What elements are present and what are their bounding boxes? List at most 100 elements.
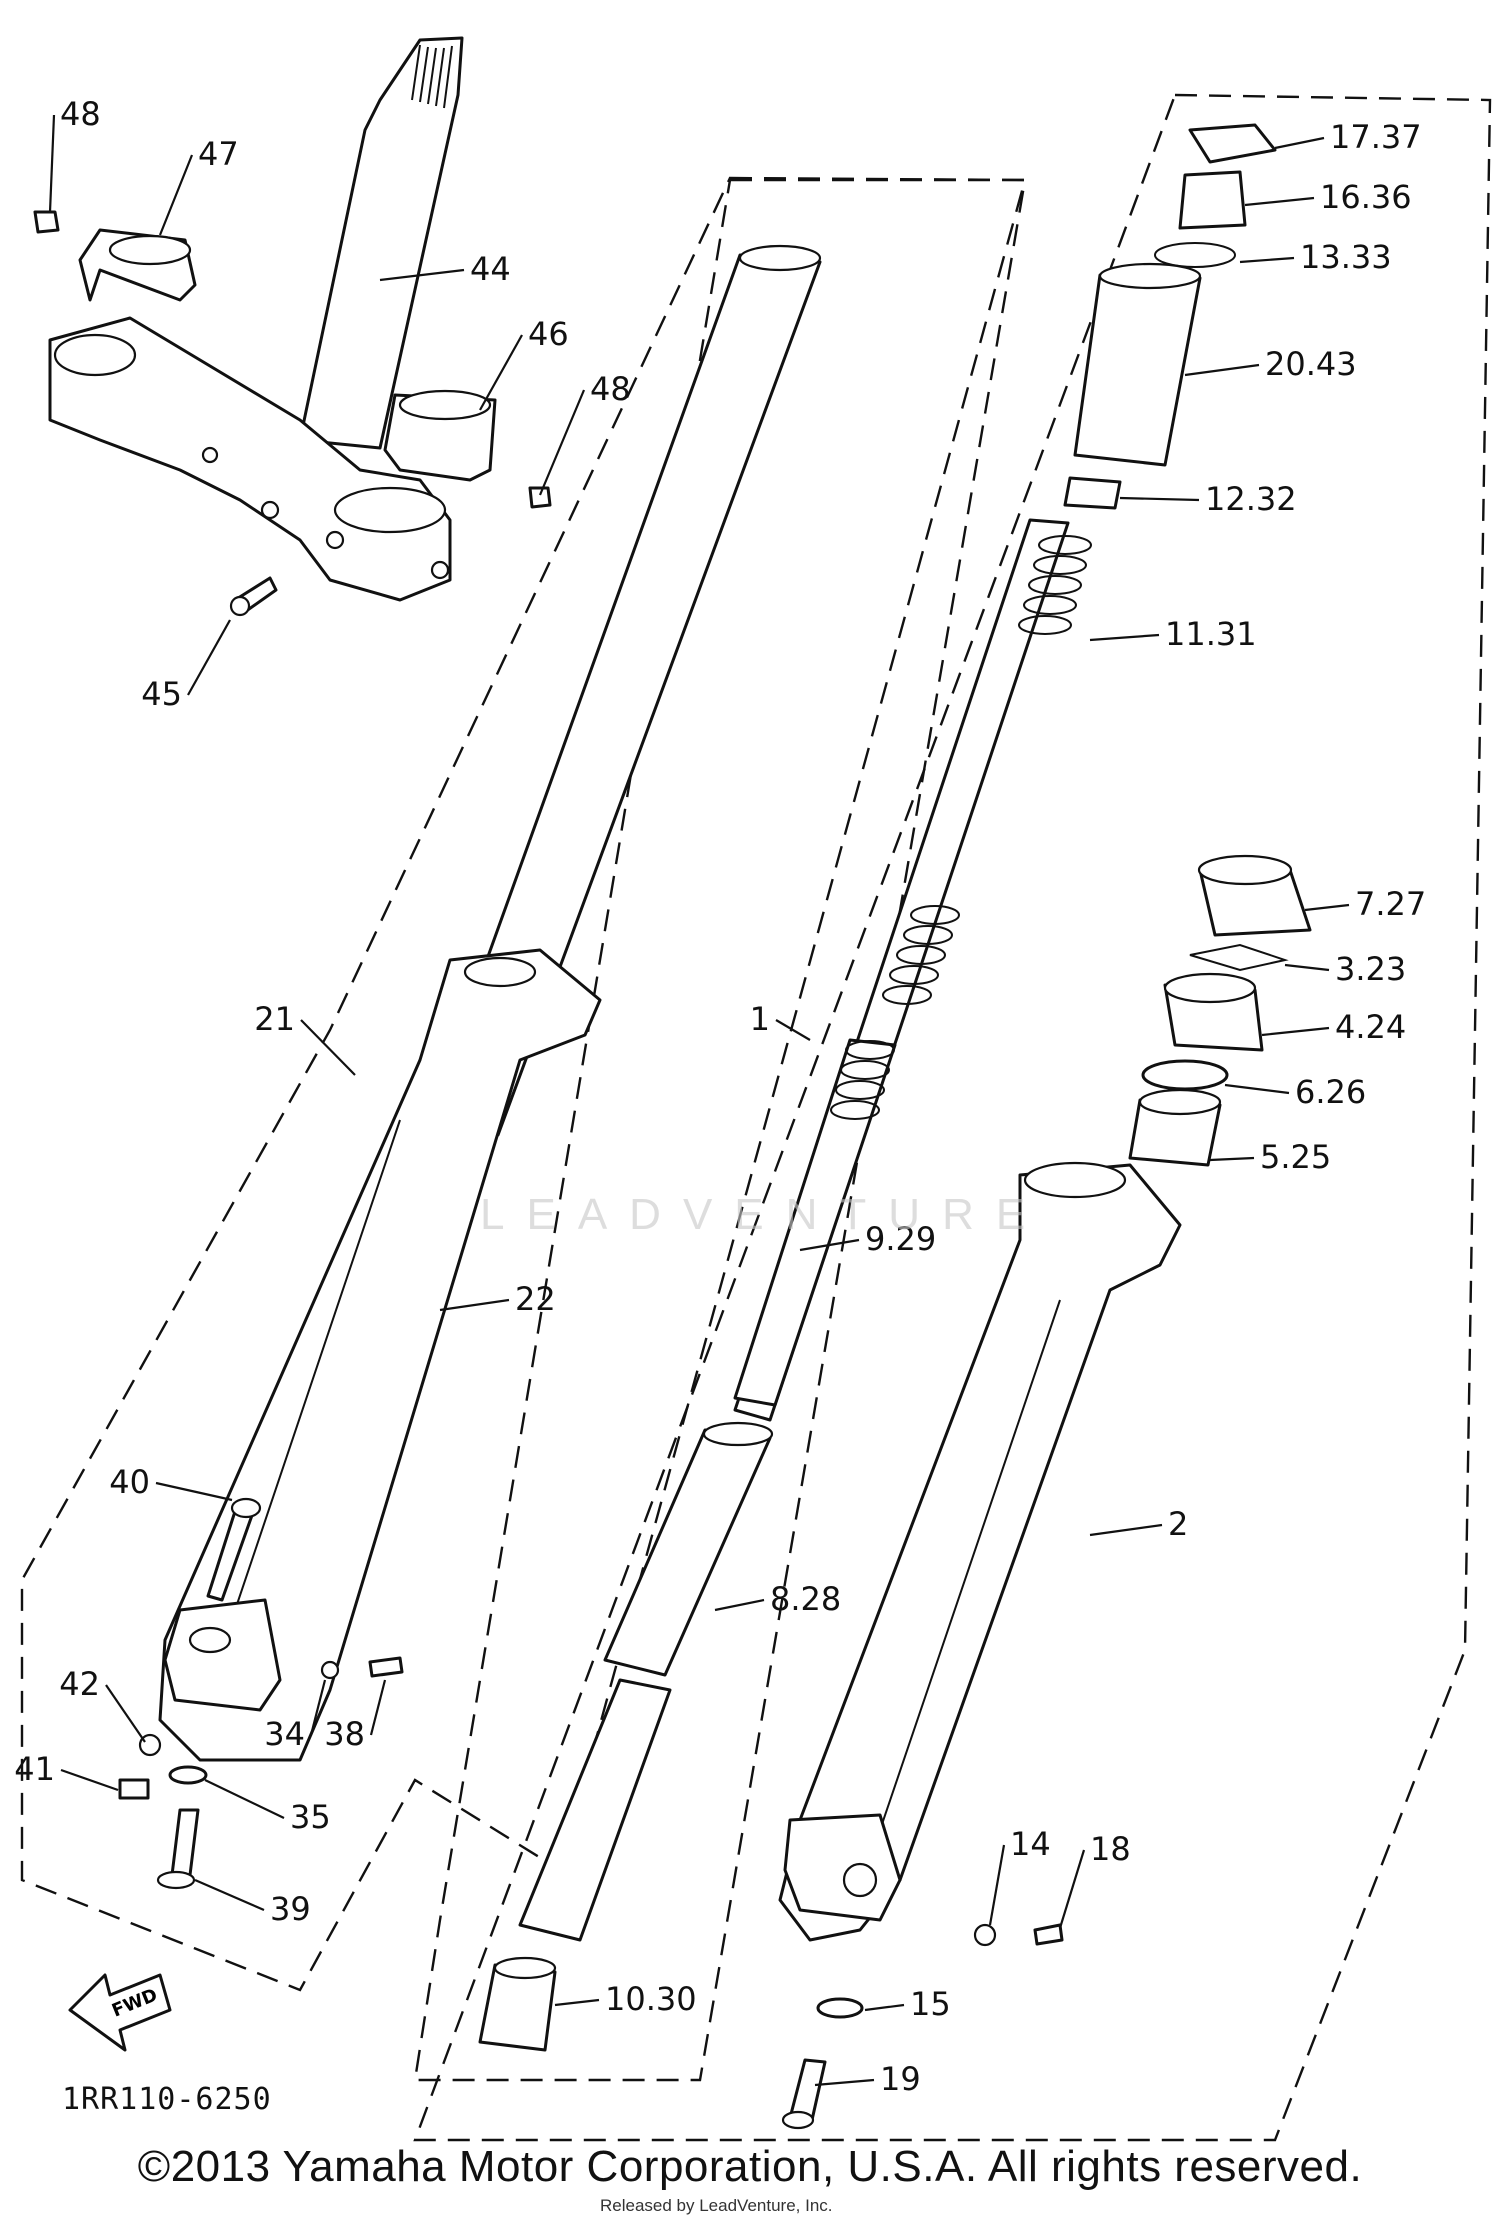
- callout-leader-line: [714, 1598, 765, 1612]
- callout-leader-line: [309, 1679, 327, 1736]
- callout-leader-line: [155, 1481, 233, 1502]
- callout-leader-line: [1058, 1849, 1086, 1929]
- callout-label: 45: [141, 675, 182, 713]
- clip-3-23: [1189, 943, 1289, 972]
- lower-tube: [518, 1678, 672, 1942]
- callout-label: 21: [254, 1000, 295, 1038]
- callout-leader-line: [479, 334, 523, 411]
- callout-leader-line: [1244, 196, 1315, 207]
- callout-label: 11.31: [1165, 615, 1257, 653]
- callout-label: 48: [590, 370, 631, 408]
- bolt-18: [1033, 1923, 1064, 1946]
- callout-label: 16.36: [1320, 178, 1412, 216]
- washer-14: [973, 1923, 997, 1947]
- washer-15: [816, 1997, 864, 2019]
- callout-leader-line: [1184, 363, 1260, 377]
- bolt-48-right: [528, 486, 552, 509]
- copyright-notice: ©2013 Yamaha Motor Corporation, U.S.A. A…: [137, 2142, 1363, 2191]
- callout-label: 7.27: [1355, 885, 1426, 923]
- callout-label: 35: [290, 1798, 331, 1836]
- right-fork-assembly: [778, 854, 1312, 2130]
- callout-label: 47: [198, 135, 239, 173]
- callout-label: 22: [515, 1280, 556, 1318]
- washer-6-26: [1141, 1059, 1229, 1091]
- right-fork-group-outline: [413, 93, 1492, 2142]
- group-outlines: [20, 93, 1492, 2142]
- bolt-48-left: [33, 210, 60, 234]
- callout-leader-line: [538, 389, 586, 496]
- cap-17-37: [1188, 123, 1277, 164]
- callout-label: 1: [750, 1000, 770, 1038]
- callout-leader-line: [775, 1019, 811, 1041]
- callout-label: 42: [59, 1665, 100, 1703]
- callout-label: 20.43: [1265, 345, 1357, 383]
- washer-34: [320, 1660, 340, 1680]
- callout-leader-line: [300, 1019, 356, 1076]
- bolt-39: [170, 1808, 200, 1877]
- callout-label: 18: [1090, 1830, 1131, 1868]
- callout-label: 19: [880, 2060, 921, 2098]
- callout-label: 8.28: [770, 1580, 841, 1618]
- callout-label: 9.29: [865, 1220, 936, 1258]
- bolt-38: [368, 1656, 404, 1678]
- spacer-20-43: [1073, 273, 1202, 467]
- cylinder-8-28: [603, 1428, 772, 1677]
- callout-label: 15: [910, 1985, 951, 2023]
- release-note: Released by LeadVenture, Inc.: [600, 2196, 833, 2215]
- callout-leader-line: [1284, 963, 1330, 972]
- callout-label: 14: [1010, 1825, 1051, 1863]
- callout-label: 6.26: [1295, 1073, 1366, 1111]
- callout-leader-line: [1261, 1026, 1330, 1037]
- inner-tube-group-outline: [413, 178, 1027, 2082]
- callout-label: 17.37: [1330, 118, 1422, 156]
- callout-leader-line: [194, 1878, 265, 1912]
- left-fork-group-outline: [20, 176, 1027, 1992]
- right-axle-holder: [783, 1813, 902, 1922]
- callout-label: 48: [60, 95, 101, 133]
- callout-label: 12.32: [1205, 480, 1297, 518]
- callout-leader-line: [554, 1998, 600, 2007]
- callout-leader-line: [988, 1844, 1006, 1926]
- callout-label: 41: [14, 1750, 55, 1788]
- steering-assembly: [33, 36, 552, 617]
- damper-assembly: [478, 123, 1277, 2052]
- callout-leader-line: [187, 619, 231, 696]
- callout-leader-line: [1089, 633, 1160, 642]
- callout-leader-line: [1239, 256, 1295, 264]
- callout-leader-line: [369, 1679, 387, 1736]
- nut-41: [118, 1778, 150, 1800]
- callout-leader-line: [1224, 1083, 1290, 1095]
- steering-stem: [298, 36, 464, 450]
- bolt-19: [788, 2058, 827, 2122]
- callout-label: 5.25: [1260, 1138, 1331, 1176]
- callout-label: 40: [109, 1463, 150, 1501]
- callout-leader-line: [814, 2078, 875, 2087]
- callout-leader-line: [1304, 903, 1350, 912]
- callout-label: 39: [270, 1890, 311, 1928]
- watermark: LEADVENTURE: [480, 1190, 1048, 1239]
- callout-leader-line: [864, 2003, 905, 2012]
- callout-label: 2: [1168, 1505, 1188, 1543]
- callout-leader-line: [1274, 136, 1325, 150]
- callout-label: 10.30: [605, 1980, 697, 2018]
- washer-35: [168, 1765, 208, 1785]
- callout-label: 13.33: [1300, 238, 1392, 276]
- under-bracket: [48, 316, 452, 602]
- callout-labels: 48474446484517.3716.3613.3320.4312.3211.…: [14, 95, 1426, 2098]
- callout-leader-line: [1089, 1523, 1163, 1537]
- oring-13-33: [1154, 242, 1236, 268]
- callout-leader-line: [1209, 1156, 1255, 1162]
- callout-leader-line: [204, 1779, 285, 1819]
- callout-leader-line: [799, 1238, 860, 1252]
- callout-label: 46: [528, 315, 569, 353]
- left-outer-tube-22: [158, 948, 602, 1762]
- callout-label: 4.24: [1335, 1008, 1406, 1046]
- catalog-number: 1RR110-6250: [62, 2082, 272, 2117]
- cylinder-9-29: [733, 1038, 897, 1407]
- fork-spring-11-31: [882, 535, 1092, 1005]
- callout-leader-line: [158, 154, 194, 236]
- callout-leader-line: [439, 1298, 510, 1312]
- left-fork-assembly: [118, 244, 822, 1890]
- callout-leader-line: [105, 1684, 146, 1743]
